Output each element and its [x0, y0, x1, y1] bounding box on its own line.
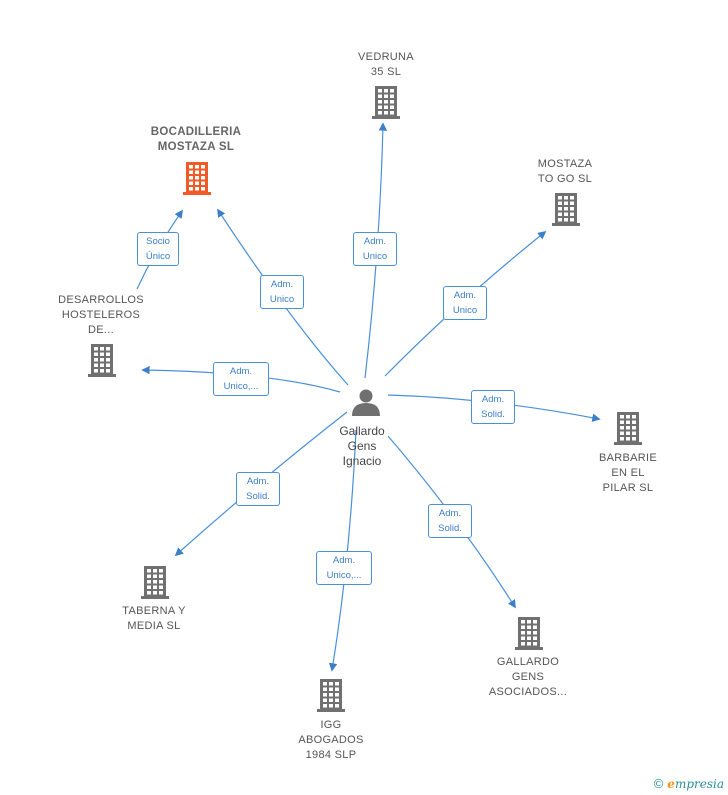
brand-logo-e: e	[667, 777, 675, 791]
edge-label: Socio Único	[137, 232, 179, 266]
edge-label: Adm. Unico	[260, 275, 304, 309]
brand-logo-text: mpresia	[674, 777, 724, 791]
person-icon[interactable]	[352, 389, 380, 417]
company-label-mostaza-to-go[interactable]: MOSTAZA TO GO SL	[537, 158, 593, 185]
company-label-gallardo-gens-asociados[interactable]: GALLARDO GENS ASOCIADOS...	[488, 656, 568, 698]
company-label-desarrollos[interactable]: DESARROLLOS HOSTELEROS DE...	[58, 294, 144, 336]
edge-label: Adm. Solid.	[236, 472, 280, 506]
company-label-bocadilleria[interactable]: BOCADILLERIA MOSTAZA SL	[150, 126, 242, 153]
building-icon[interactable]	[552, 193, 580, 226]
building-icon[interactable]	[141, 566, 169, 599]
building-icon[interactable]	[317, 679, 345, 712]
building-icon[interactable]	[183, 162, 211, 195]
edge-label: Adm. Unico,...	[316, 551, 372, 585]
company-label-vedruna[interactable]: VEDRUNA 35 SL	[358, 51, 414, 78]
building-icon[interactable]	[515, 617, 543, 650]
company-label-barbarie[interactable]: BARBARIE EN EL PILAR SL	[598, 452, 658, 494]
edge-label: Adm. Unico,...	[213, 362, 269, 396]
company-label-igg[interactable]: IGG ABOGADOS 1984 SLP	[298, 719, 364, 761]
company-label-taberna[interactable]: TABERNA Y MEDIA SL	[122, 605, 186, 632]
edge-label: Adm. Unico	[443, 286, 487, 320]
building-icon[interactable]	[88, 344, 116, 377]
copyright-icon: ©	[653, 776, 664, 791]
building-icon[interactable]	[614, 412, 642, 445]
person-label[interactable]: Gallardo Gens Ignacio	[339, 424, 385, 468]
edge-label: Adm. Unico	[353, 232, 397, 266]
building-icon[interactable]	[372, 86, 400, 119]
edge-label: Adm. Solid.	[428, 504, 472, 538]
edge-label: Adm. Solid.	[471, 390, 515, 424]
brand-footer: ©empresia	[654, 776, 724, 791]
